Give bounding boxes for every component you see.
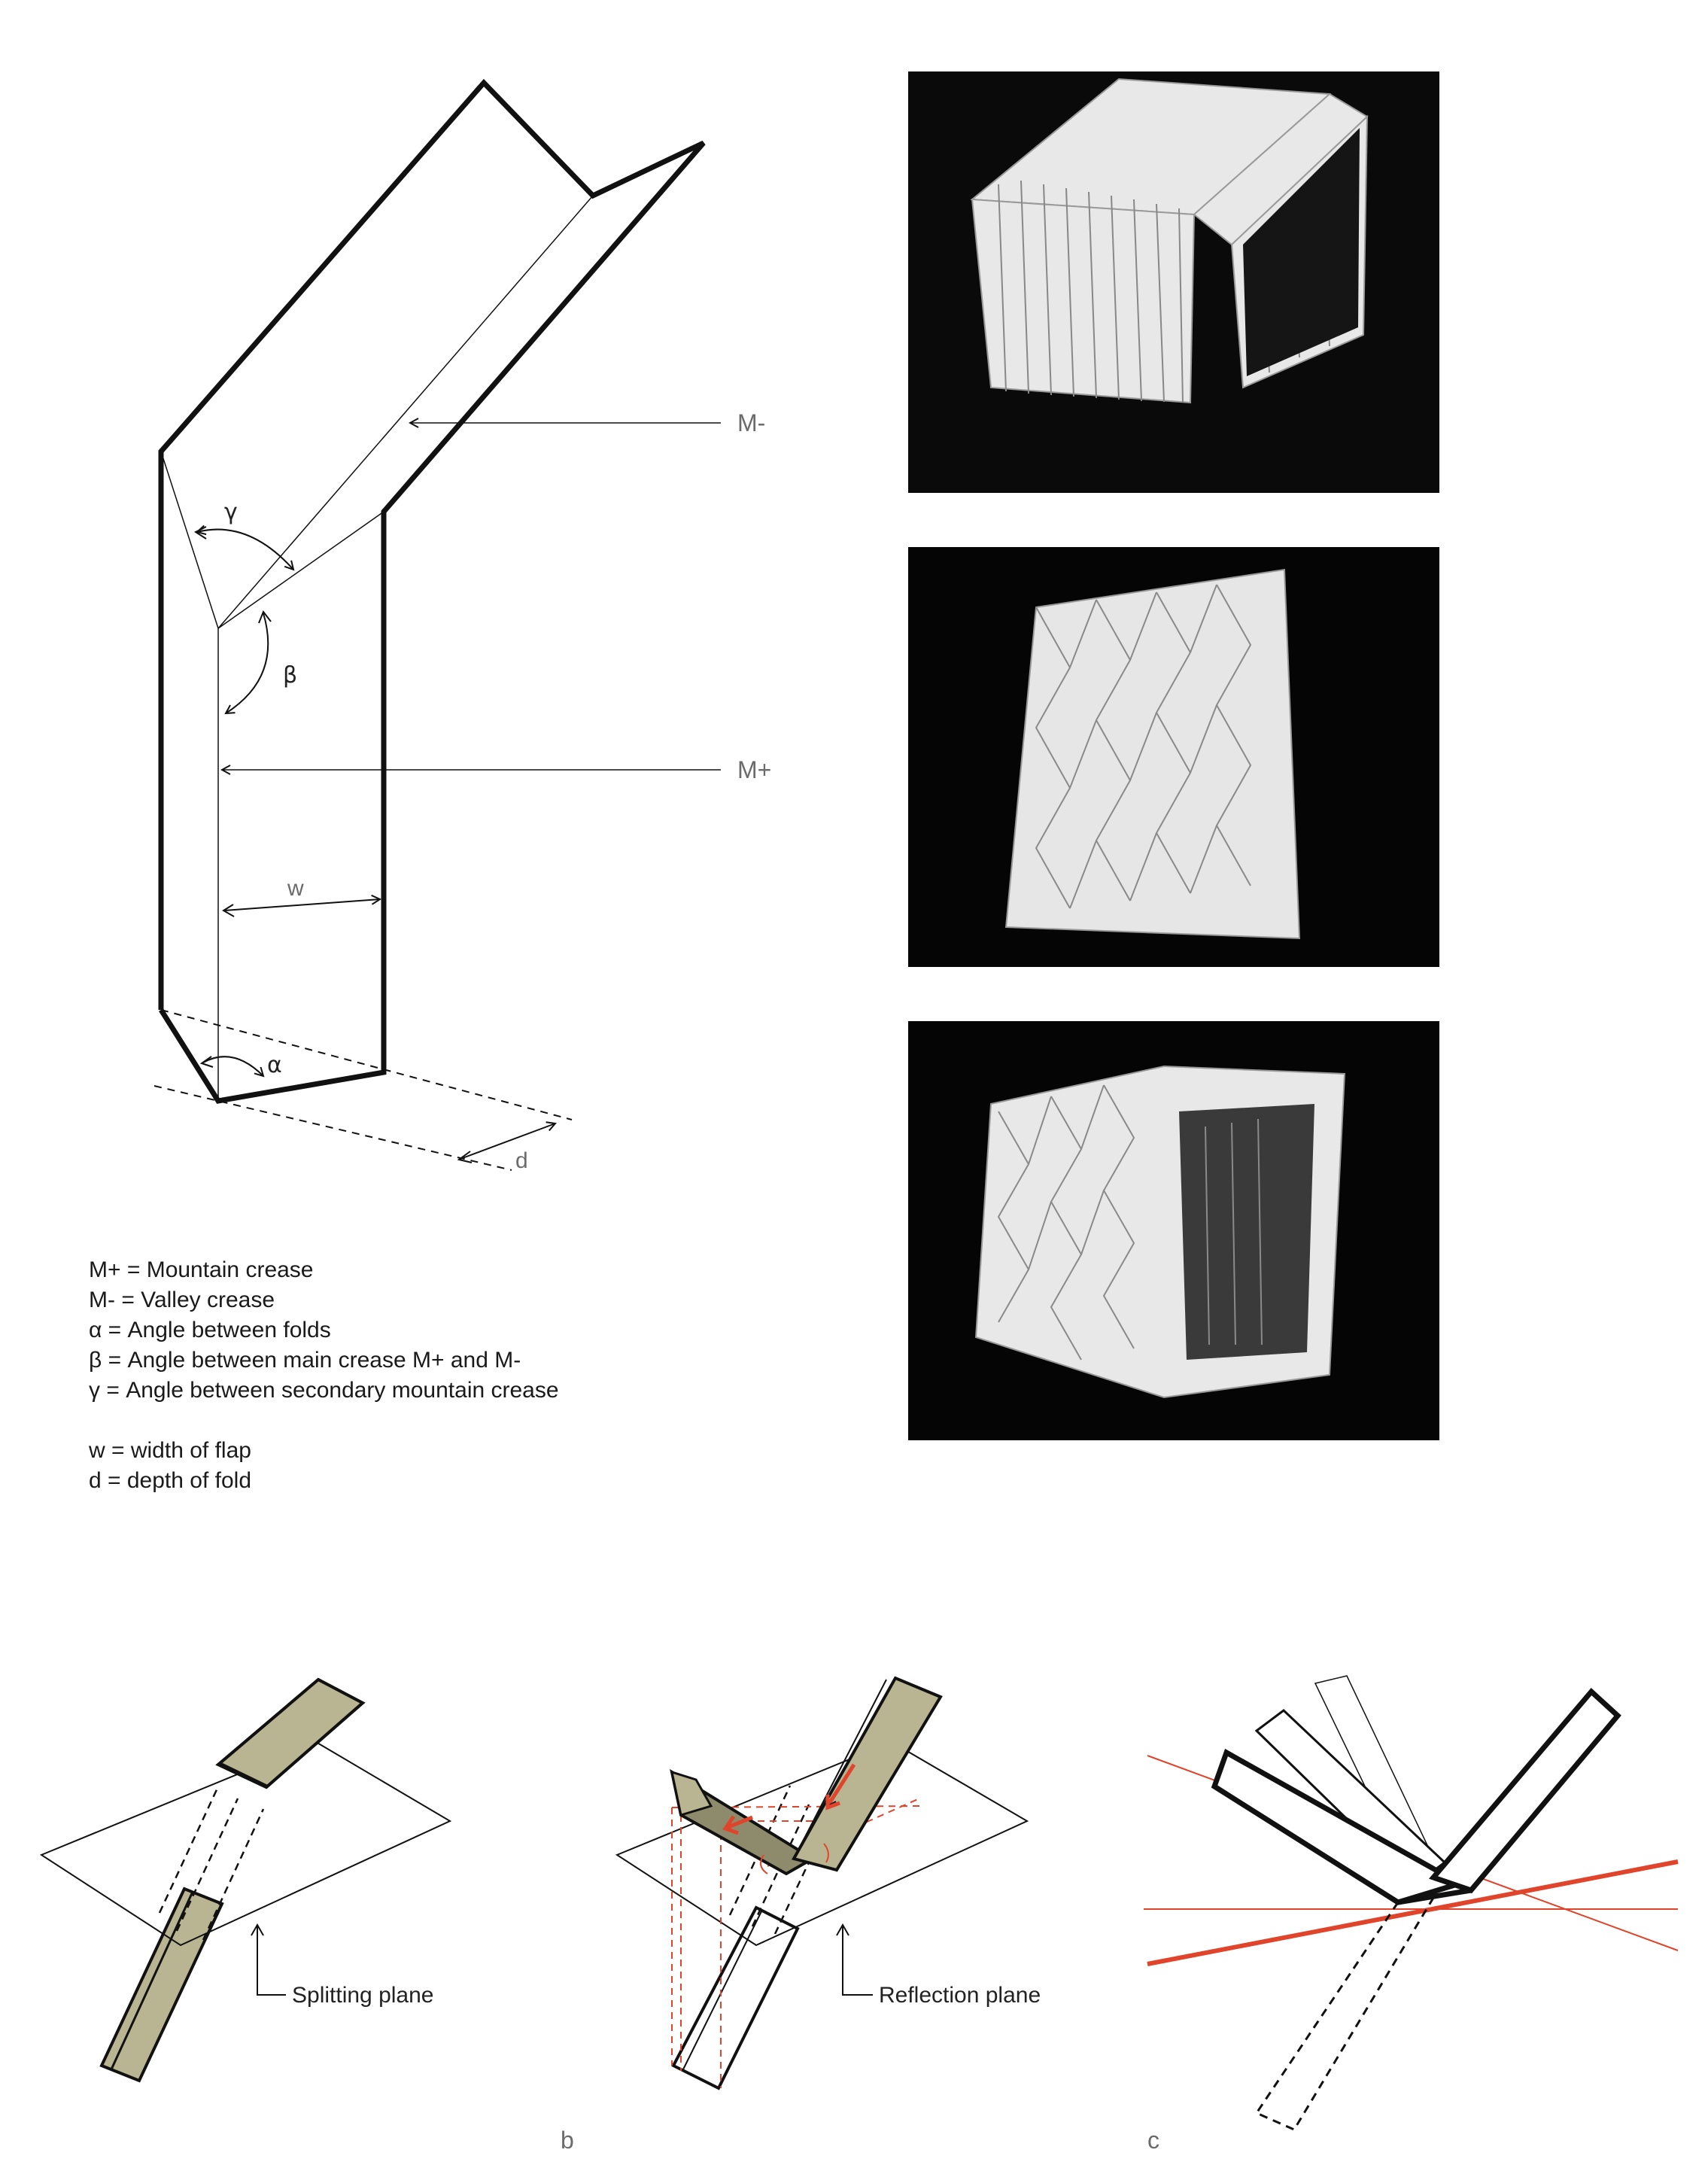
legend-line: M+ = Mountain crease bbox=[89, 1257, 314, 1282]
dashed-flap bbox=[1254, 1896, 1436, 2131]
legend-gap bbox=[89, 1406, 559, 1436]
upper-flap bbox=[215, 1677, 366, 1789]
m-minus-label: M- bbox=[737, 409, 765, 436]
d-dimension bbox=[460, 1123, 555, 1160]
photo-diamond-panel bbox=[908, 547, 1439, 967]
reflection-arrow bbox=[728, 1815, 753, 1829]
depth-dashed-line bbox=[153, 1085, 512, 1171]
lower-flap bbox=[99, 1887, 224, 2083]
caption-c: c bbox=[1147, 2127, 1159, 2154]
rotation-arrow bbox=[825, 1763, 856, 1806]
valley-crease-line bbox=[217, 195, 594, 629]
gamma-label: γ bbox=[224, 499, 238, 525]
w-label: w bbox=[287, 876, 304, 901]
pleated-arch-image bbox=[908, 71, 1439, 493]
alpha-label: α bbox=[267, 1052, 282, 1078]
legend-line: γ = Angle between secondary mountain cre… bbox=[89, 1378, 559, 1403]
m-plus-label: M+ bbox=[737, 756, 771, 783]
alpha-arc bbox=[202, 1056, 263, 1076]
diamond-ring-image bbox=[908, 1021, 1439, 1440]
d-label: d bbox=[515, 1148, 528, 1173]
legend-line: α = Angle between folds bbox=[89, 1318, 331, 1342]
legend-line: M- = Valley crease bbox=[89, 1288, 275, 1312]
crease-line bbox=[160, 451, 219, 629]
beta-label: β bbox=[283, 662, 297, 689]
reflection-plane bbox=[615, 1741, 1029, 1947]
splitting-plane-label: Splitting plane bbox=[292, 1983, 433, 2008]
reflection-plane-label: Reflection plane bbox=[879, 1983, 1041, 2008]
splitting-diagram: Splitting plane bbox=[39, 1677, 452, 2083]
reflection-diagram: Reflection plane bbox=[615, 1676, 1041, 2090]
legend-line: w = width of flap bbox=[89, 1438, 251, 1463]
splitting-plane bbox=[39, 1741, 452, 1947]
crease-line bbox=[217, 511, 384, 629]
w-dimension bbox=[223, 899, 380, 911]
angle-diagram bbox=[1144, 1675, 1679, 2131]
legend-line: d = depth of fold bbox=[89, 1468, 252, 1493]
legend: M+ = Mountain crease M- = Valley crease … bbox=[89, 1255, 559, 1496]
lower-flap-outline bbox=[671, 1905, 800, 2090]
beta-arc bbox=[226, 613, 269, 713]
photo-diamond-ring bbox=[908, 1021, 1439, 1440]
depth-dashed-line bbox=[160, 1009, 573, 1120]
legend-line: β = Angle between main crease M+ and M- bbox=[89, 1348, 521, 1373]
fold-outline bbox=[158, 78, 706, 1104]
upper-flap bbox=[791, 1676, 943, 1872]
red-line-bold bbox=[1147, 1859, 1679, 1966]
front-flap-right bbox=[1428, 1687, 1621, 1894]
main-fold-diagram: M- M+ γ β w α d bbox=[153, 78, 771, 1173]
gamma-arc bbox=[196, 528, 293, 570]
diamond-panel-image bbox=[908, 547, 1439, 967]
caption-b: b bbox=[561, 2127, 574, 2154]
photo-pleated-arch bbox=[908, 71, 1439, 493]
